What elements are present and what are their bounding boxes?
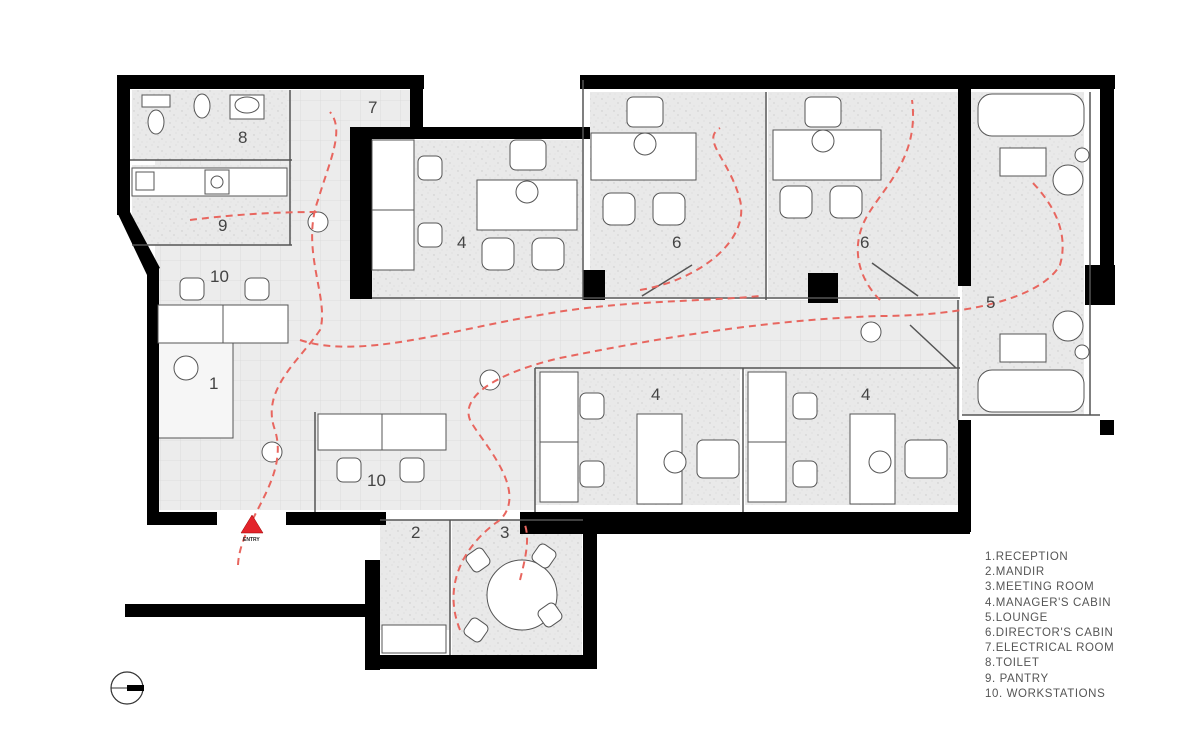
entry-marker: ENTRY [240,514,264,543]
room-label-3: 3 [500,523,509,542]
north-arrow-icon [110,671,144,705]
doors [641,262,957,369]
legend-item: 2.MANDIR [985,566,1045,579]
cabin-desks [371,129,896,505]
room-label-5: 5 [986,293,995,312]
meeting-table [381,543,563,654]
legend-item: 5.LOUNGE [985,611,1048,624]
room-label-8: 8 [238,128,247,147]
workstation-desks [157,304,447,451]
room-legend: 1.RECEPTION 2.MANDIR 3.MEETING ROOM 4.MA… [985,550,1114,702]
room-label-7: 7 [368,98,377,117]
walls [117,75,1115,670]
room-number-labels: 7 8 9 10 1 10 2 3 4 4 4 5 6 6 [209,98,995,542]
legend-item: 8.TOILET [985,657,1040,670]
room-label-6-right: 6 [860,233,869,252]
legend-item: 3.MEETING ROOM [985,581,1095,594]
lounge-sofas [977,93,1090,413]
room-label-4-bottom-right: 4 [861,385,870,404]
partitions [130,80,1100,655]
people-figures [261,129,892,474]
room-label-4-bottom-left: 4 [651,385,660,404]
toilet-fixtures [141,93,265,135]
room-label-4-top: 4 [457,233,466,252]
room-label-2: 2 [411,523,420,542]
pantry-counter [131,167,288,197]
room-label-10-reception: 10 [367,471,386,490]
room-label-10-pantry: 10 [210,267,229,286]
room-label-6-left: 6 [672,233,681,252]
circulation-paths [189,99,1064,631]
legend-item: 6.DIRECTOR'S CABIN [985,627,1114,640]
legend-item: 4.MANAGER'S CABIN [985,596,1112,609]
entry-label: ENTRY [243,537,260,543]
legend-item: 10. WORKSTATIONS [985,687,1106,700]
chairs [179,96,948,488]
legend-item: 1.RECEPTION [985,551,1069,563]
legend-item: 9. PANTRY [985,672,1049,685]
legend-item: 7.ELECTRICAL ROOM [985,642,1115,655]
entry-arrow-icon [240,514,264,534]
room-label-1: 1 [209,374,218,393]
room-label-9: 9 [218,216,227,235]
